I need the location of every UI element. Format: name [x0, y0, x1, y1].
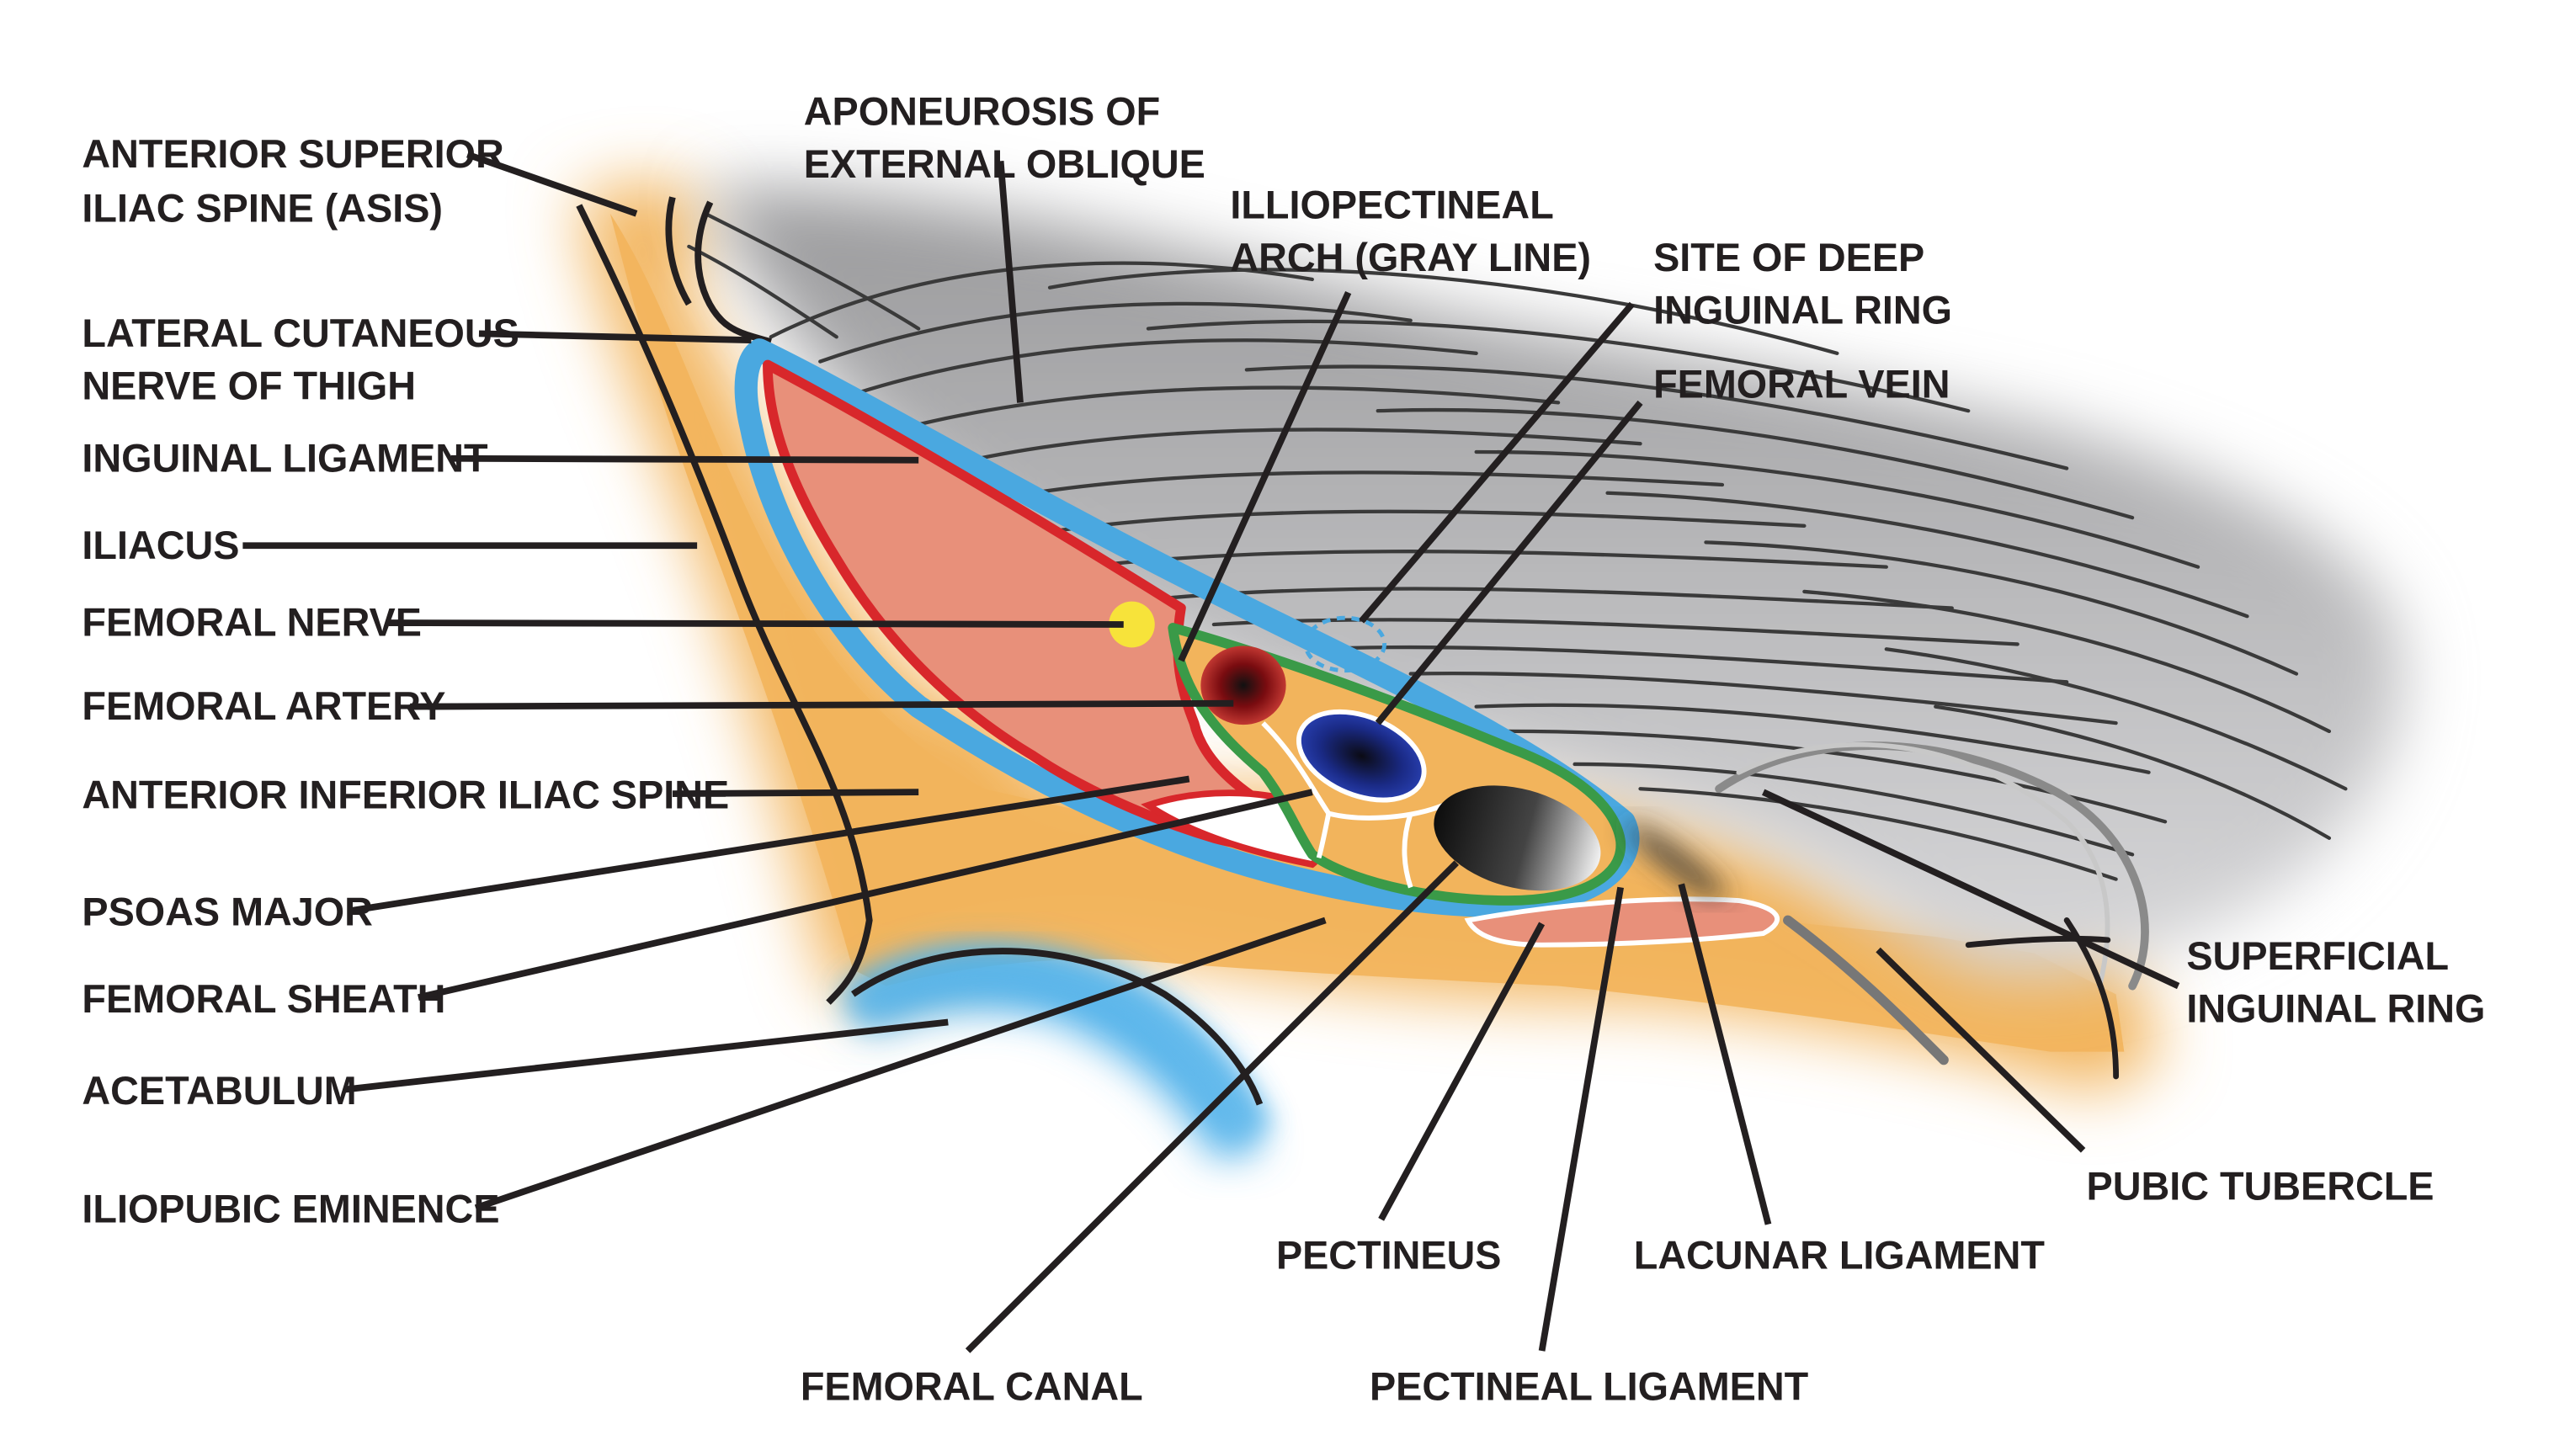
femoral-artery-shape: [1200, 646, 1286, 725]
label-femoral-artery: FEMORAL ARTERY: [82, 684, 445, 728]
acetabulum-outline: [850, 948, 1264, 1106]
label-illiopectineal-arch: ILLIOPECTINEAL ARCH (GRAY LINE): [1230, 183, 1591, 280]
label-acetabulum: ACETABULUM: [82, 1069, 356, 1113]
label-aiis: ANTERIOR INFERIOR ILIAC SPINE: [82, 773, 729, 817]
label-deep-inguinal-ring: SITE OF DEEP INGUINAL RING: [1653, 236, 1952, 332]
sheath-dividers: [1261, 721, 1445, 889]
femoral-vein-shape: [1296, 709, 1427, 803]
label-iliopubic-eminence: ILIOPUBIC EMINENCE: [82, 1188, 499, 1231]
label-aponeurosis: APONEUROSIS OF EXTERNAL OBLIQUE: [804, 89, 1205, 186]
aponeurosis-gray: [705, 188, 2403, 976]
label-femoral-vein: FEMORAL VEIN: [1653, 362, 1950, 406]
acetabulum-glow: [841, 945, 1273, 1159]
femoral-canal-shape: [1434, 785, 1601, 891]
asis-hooks: [665, 196, 772, 345]
labels: ANTERIOR SUPERIOR ILIAC SPINE (ASIS) LAT…: [82, 89, 2485, 1408]
label-femoral-nerve: FEMORAL NERVE: [82, 601, 421, 645]
label-lacunar-ligament: LACUNAR LIGAMENT: [1634, 1233, 2046, 1277]
ilium-outline: [576, 204, 873, 1005]
leader-lines: [242, 151, 2180, 1353]
label-femoral-canal: FEMORAL CANAL: [801, 1365, 1143, 1409]
label-pectineus: PECTINEUS: [1276, 1233, 1502, 1277]
label-inguinal-ligament: INGUINAL LIGAMENT: [82, 436, 488, 480]
label-pubic-tubercle: PUBIC TUBERCLE: [2087, 1164, 2435, 1208]
aponeurosis-fibers: [687, 211, 2348, 881]
lacunar-ligament-shape: [1624, 821, 1731, 898]
deep-inguinal-ring-shape: [1303, 615, 1386, 673]
inguinal-ligament-band: [734, 338, 1640, 917]
label-superficial-inguinal-ring: SUPERFICIAL INGUINAL RING: [2186, 934, 2485, 1031]
femoral-nerve-shape: [1109, 601, 1155, 648]
superficial-ring-lines: [1715, 741, 2149, 1080]
label-psoas-major: PSOAS MAJOR: [82, 890, 372, 933]
label-iliacus: ILIACUS: [82, 523, 239, 567]
label-asis: ANTERIOR SUPERIOR ILIAC SPINE (ASIS): [82, 132, 514, 230]
label-lateral-cutaneous-nerve: LATERAL CUTANEOUS NERVE OF THIGH: [82, 311, 529, 408]
label-femoral-sheath: FEMORAL SHEATH: [82, 977, 445, 1021]
ilium-shape: [609, 213, 2125, 1052]
label-pectineal-ligament: PECTINEAL LIGAMENT: [1370, 1365, 1809, 1409]
